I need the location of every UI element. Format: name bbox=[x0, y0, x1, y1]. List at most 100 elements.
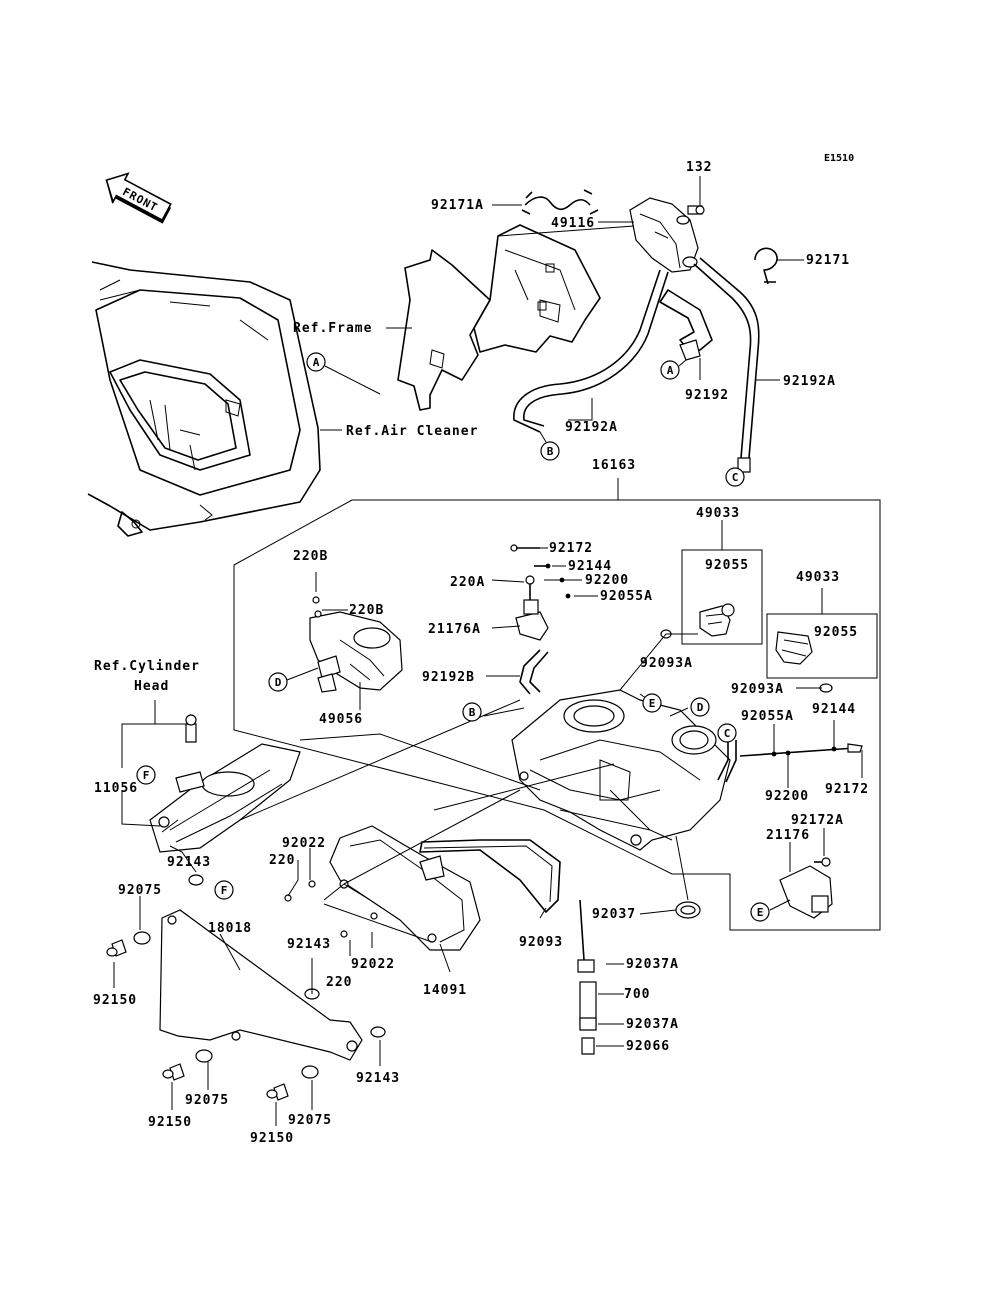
cover-14091 bbox=[329, 825, 481, 951]
part-label: 92075 bbox=[185, 1093, 229, 1108]
part-label: 220A bbox=[450, 575, 485, 590]
frame-bracket bbox=[397, 224, 601, 411]
part-label: 92143 bbox=[356, 1071, 400, 1086]
connector-A-top: A bbox=[306, 352, 381, 395]
part-label: 49033 bbox=[696, 506, 740, 521]
hose-c-right bbox=[717, 740, 737, 783]
fuel-rail-line bbox=[739, 743, 863, 757]
part-label: 49116 bbox=[551, 216, 595, 231]
part-label: 92144 bbox=[568, 559, 612, 574]
belt-92093 bbox=[419, 839, 561, 913]
part-label: 92022 bbox=[351, 957, 395, 972]
part-label: 92093A bbox=[731, 682, 784, 697]
clamp-92171a bbox=[521, 189, 599, 215]
part-label: 92150 bbox=[250, 1131, 294, 1146]
front-arrow: FRONT bbox=[105, 172, 172, 224]
sensor-21176 bbox=[779, 857, 833, 919]
throttle-body bbox=[511, 689, 731, 851]
air-switching-valve bbox=[629, 197, 705, 273]
part-label: 18018 bbox=[208, 921, 252, 936]
part-label: 92172 bbox=[825, 782, 869, 797]
part-label: 92150 bbox=[148, 1115, 192, 1130]
air-cleaner-housing bbox=[87, 261, 321, 537]
drain-tube-assembly bbox=[577, 835, 701, 1055]
svg-text:B: B bbox=[547, 445, 554, 458]
part-label: 220B bbox=[349, 603, 384, 618]
part-label: 92093 bbox=[519, 935, 563, 950]
guard-plate-18018 bbox=[159, 909, 363, 1061]
part-label: 92192A bbox=[565, 420, 618, 435]
part-label: 49033 bbox=[796, 570, 840, 585]
ref-cylinder-head-label-1: Ref.Cylinder bbox=[94, 659, 200, 674]
part-label: 92171 bbox=[806, 253, 850, 268]
part-label: 132 bbox=[686, 160, 712, 175]
part-label: 92037A bbox=[626, 1017, 679, 1032]
svg-text:F: F bbox=[143, 769, 150, 782]
connector-B-mid: B bbox=[462, 702, 482, 722]
part-label: 92055 bbox=[705, 558, 749, 573]
connector-B-top: B bbox=[539, 431, 560, 461]
part-label: 92171A bbox=[431, 198, 484, 213]
connector-C-mid: C bbox=[717, 723, 737, 743]
part-label: 92075 bbox=[288, 1113, 332, 1128]
svg-text:D: D bbox=[697, 701, 704, 714]
part-label: 220 bbox=[326, 975, 352, 990]
clamp-92171 bbox=[754, 247, 778, 285]
injector-b bbox=[775, 631, 813, 665]
part-label: 92143 bbox=[167, 855, 211, 870]
connector-F-left: F bbox=[136, 765, 156, 785]
part-label: 92037 bbox=[592, 907, 636, 922]
part-label: 92055A bbox=[600, 589, 653, 604]
hoses bbox=[513, 257, 760, 473]
part-label: 14091 bbox=[423, 983, 467, 998]
connector-F-bottom: F bbox=[214, 880, 234, 900]
cylinder-head-cover bbox=[149, 714, 301, 853]
injector-a bbox=[699, 603, 735, 637]
part-label: 92144 bbox=[812, 702, 856, 717]
connector-E-mid: E bbox=[642, 693, 662, 713]
part-label: 92066 bbox=[626, 1039, 670, 1054]
svg-text:A: A bbox=[667, 364, 674, 377]
part-label: 49056 bbox=[319, 712, 363, 727]
part-label: 21176A bbox=[428, 622, 481, 637]
part-label: 92192B bbox=[422, 670, 475, 685]
part-label: 92192 bbox=[685, 388, 729, 403]
part-label: 92150 bbox=[93, 993, 137, 1008]
ref-frame-label: Ref.Frame bbox=[293, 321, 372, 336]
connector-E-bottom: E bbox=[750, 902, 770, 922]
throttle-body-group-box bbox=[233, 478, 881, 931]
svg-text:E: E bbox=[649, 697, 656, 710]
part-label: 92143 bbox=[287, 937, 331, 952]
part-label: 92055A bbox=[741, 709, 794, 724]
part-label: 21176 bbox=[766, 828, 810, 843]
svg-text:C: C bbox=[724, 727, 731, 740]
svg-text:A: A bbox=[313, 356, 320, 369]
part-label: 16163 bbox=[592, 458, 636, 473]
part-label: 220B bbox=[293, 549, 328, 564]
sensor-21176a bbox=[515, 575, 549, 641]
part-label: 92172A bbox=[791, 813, 844, 828]
ref-air-cleaner-label: Ref.Air Cleaner bbox=[346, 424, 478, 439]
part-label: 92200 bbox=[585, 573, 629, 588]
svg-text:E: E bbox=[757, 906, 764, 919]
part-label: 220 bbox=[269, 853, 295, 868]
part-label: 92075 bbox=[118, 883, 162, 898]
part-label: 92022 bbox=[282, 836, 326, 851]
part-label: 700 bbox=[624, 987, 650, 1002]
ref-cylinder-head-label-2: Head bbox=[134, 679, 169, 694]
bracket-49056 bbox=[309, 596, 403, 693]
connector-C-top: C bbox=[725, 467, 745, 487]
part-label: 92055 bbox=[814, 625, 858, 640]
connector-A-right: A bbox=[660, 359, 687, 380]
hose-92192b bbox=[519, 649, 549, 695]
part-label: 92037A bbox=[626, 957, 679, 972]
svg-text:B: B bbox=[469, 706, 476, 719]
diagram-code: E1510 bbox=[824, 153, 854, 164]
part-label: 11056 bbox=[94, 781, 138, 796]
part-label: 92093A bbox=[640, 656, 693, 671]
svg-text:C: C bbox=[732, 471, 739, 484]
part-label: 92172 bbox=[549, 541, 593, 556]
svg-text:D: D bbox=[275, 676, 282, 689]
part-label: 92192A bbox=[783, 374, 836, 389]
